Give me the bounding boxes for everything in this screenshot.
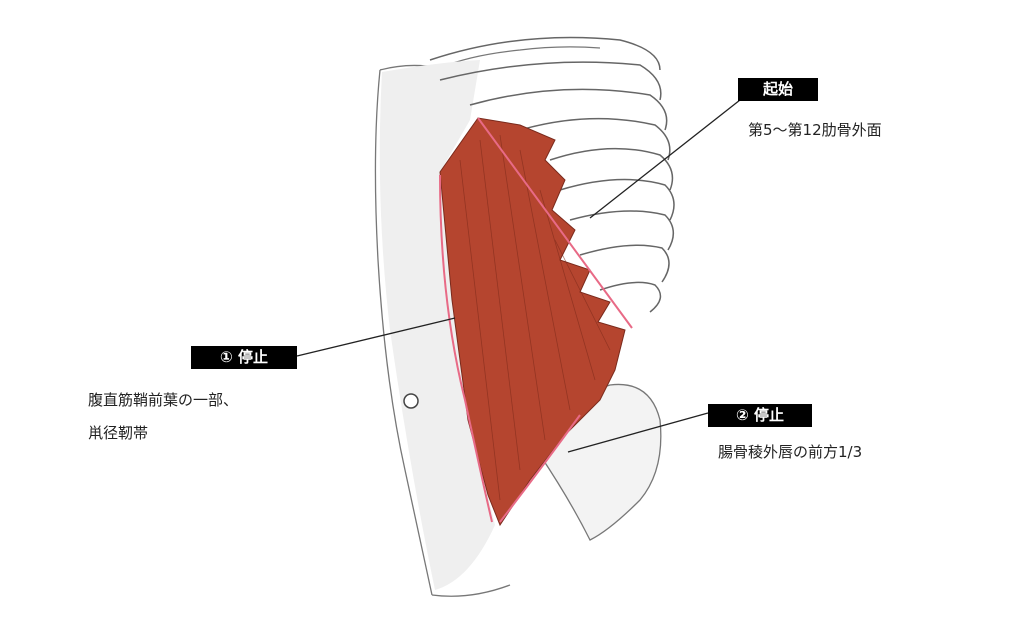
oblique-muscle (439, 117, 626, 527)
navel (403, 393, 419, 409)
origin-tag: 起始 (738, 78, 818, 101)
insertion1-text-line2: 鼡径靭帯 (88, 424, 149, 442)
leader-lines (296, 99, 741, 453)
attachment-outlines (439, 117, 633, 523)
insertion2-tag: ② 停止 (708, 404, 812, 427)
muscle-fibers (459, 134, 611, 501)
ribs (429, 36, 675, 313)
origin-text: 第5〜第12肋骨外面 (748, 121, 882, 139)
insertion1-text-line1: 腹直筋鞘前葉の一部、 (88, 391, 239, 409)
insertion2-text: 腸骨稜外唇の前方1/3 (718, 443, 863, 461)
torso-shading (379, 60, 495, 590)
insertion1-tag: ① 停止 (191, 346, 297, 369)
torso-outline (374, 46, 601, 597)
